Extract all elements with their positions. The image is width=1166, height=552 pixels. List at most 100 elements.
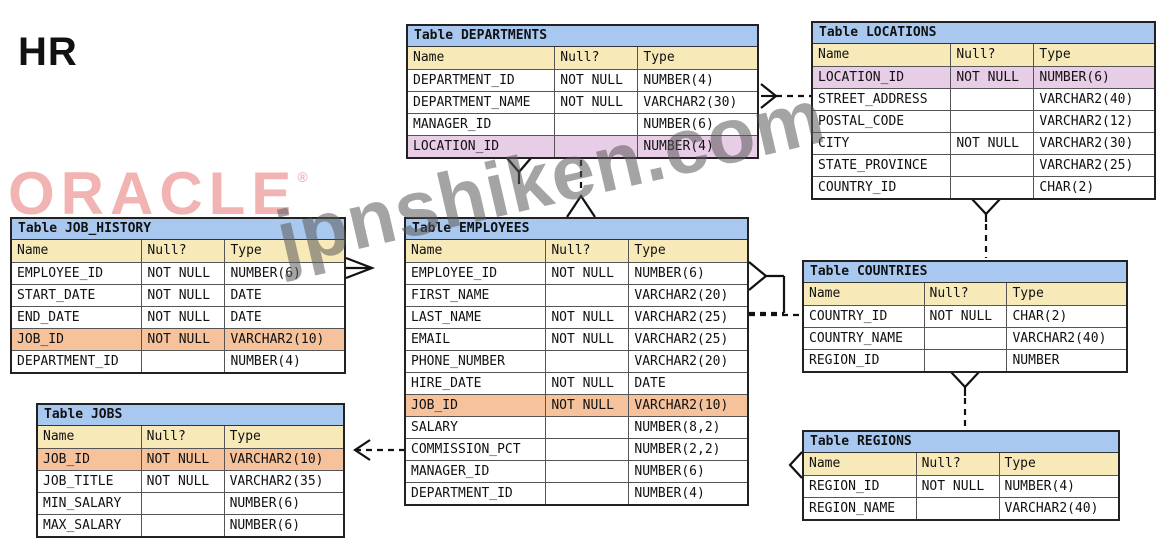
cell-null: NOT NULL <box>545 263 628 284</box>
cell-type: VARCHAR2(40) <box>1006 328 1126 349</box>
header-name: Name <box>413 50 445 65</box>
header-name: Name <box>818 47 850 62</box>
cell-name: EMAIL <box>411 332 451 347</box>
cell-type: VARCHAR2(35) <box>223 471 343 492</box>
cell-type: NUMBER(6) <box>637 114 757 135</box>
cell-null: NOT NULL <box>141 285 224 306</box>
cell-null <box>140 515 224 536</box>
cell-type: VARCHAR2(30) <box>637 92 757 113</box>
cell-type: NUMBER(4) <box>637 70 757 91</box>
cell-type: VARCHAR2(40) <box>998 498 1118 519</box>
cell-name: COUNTRY_NAME <box>809 331 903 346</box>
cell-null <box>950 155 1033 176</box>
crows-foot-jobs <box>353 439 371 461</box>
table-title: Table JOBS <box>38 405 343 426</box>
cell-type: CHAR(2) <box>1033 177 1154 198</box>
cell-name: STREET_ADDRESS <box>818 92 928 107</box>
cell-null: NOT NULL <box>923 306 1007 327</box>
cell-null <box>554 136 637 157</box>
header-null: Null? <box>554 47 637 69</box>
cell-name: JOB_ID <box>411 398 458 413</box>
header-type: Type <box>224 240 344 262</box>
cell-null: NOT NULL <box>915 476 999 497</box>
cell-name: SALARY <box>411 420 458 435</box>
cell-name: COUNTRY_ID <box>809 309 888 324</box>
cell-null: NOT NULL <box>950 67 1033 88</box>
cell-type: NUMBER(2,2) <box>628 439 747 460</box>
crows-foot-departments-bottom <box>506 157 532 174</box>
cell-name: REGION_ID <box>809 353 880 368</box>
table-row: POSTAL_CODE VARCHAR2(12) <box>813 110 1154 132</box>
cell-name: MANAGER_ID <box>413 117 492 132</box>
cell-type: NUMBER(4) <box>224 351 344 372</box>
cell-type: VARCHAR2(30) <box>1033 133 1154 154</box>
cell-name: POSTAL_CODE <box>818 114 905 129</box>
cell-null: NOT NULL <box>554 92 637 113</box>
cell-type: VARCHAR2(10) <box>224 329 344 350</box>
cell-type: NUMBER(6) <box>1033 67 1154 88</box>
cell-name: DEPARTMENT_ID <box>17 354 119 369</box>
header-type: Type <box>1006 283 1126 305</box>
cell-null: NOT NULL <box>545 373 628 394</box>
cell-type: VARCHAR2(25) <box>628 329 747 350</box>
cell-type: VARCHAR2(40) <box>1033 89 1154 110</box>
cell-name: LOCATION_ID <box>818 70 905 85</box>
cell-null <box>950 177 1033 198</box>
cell-name: HIRE_DATE <box>411 376 482 391</box>
cell-name: LOCATION_ID <box>413 139 500 154</box>
cell-type: NUMBER(4) <box>998 476 1118 497</box>
cell-name: EMPLOYEE_ID <box>411 266 498 281</box>
crows-foot-regions <box>788 451 803 479</box>
cell-null: NOT NULL <box>545 395 628 416</box>
cell-null: NOT NULL <box>545 329 628 350</box>
cell-null: NOT NULL <box>140 471 224 492</box>
cell-name: REGION_NAME <box>809 501 896 516</box>
cell-null <box>923 350 1007 371</box>
oracle-logo-text: ORACLE <box>8 160 298 227</box>
cell-type: VARCHAR2(12) <box>1033 111 1154 132</box>
cell-type: NUMBER(6) <box>224 263 344 284</box>
cell-name: MIN_SALARY <box>43 496 122 511</box>
cell-type: NUMBER(4) <box>628 483 747 504</box>
cell-null <box>545 351 628 372</box>
cell-name: COUNTRY_ID <box>818 180 897 195</box>
header-name: Name <box>809 456 841 471</box>
crows-foot-employees-top <box>566 194 596 218</box>
header-name: Name <box>809 286 841 301</box>
cell-type: NUMBER(4) <box>637 136 757 157</box>
table-row: COUNTRY_NAME VARCHAR2(40) <box>804 327 1126 349</box>
header-null: Null? <box>950 44 1033 66</box>
cell-name: START_DATE <box>17 288 96 303</box>
table-title: Table JOB_HISTORY <box>12 219 344 240</box>
cell-name: JOB_TITLE <box>43 474 114 489</box>
cell-name: DEPARTMENT_ID <box>413 73 515 88</box>
crows-foot-countries <box>950 371 980 389</box>
header-type: Type <box>998 453 1118 475</box>
header-type: Type <box>1033 44 1154 66</box>
cell-type: VARCHAR2(20) <box>628 285 747 306</box>
table-row: REGION_NAME VARCHAR2(40) <box>804 497 1118 519</box>
cell-null: NOT NULL <box>554 70 637 91</box>
cell-null: NOT NULL <box>140 449 224 470</box>
cell-type: VARCHAR2(10) <box>628 395 747 416</box>
crows-foot-employees-self <box>748 261 768 291</box>
table-row: STREET_ADDRESS VARCHAR2(40) <box>813 88 1154 110</box>
registered-mark: ® <box>297 169 308 185</box>
